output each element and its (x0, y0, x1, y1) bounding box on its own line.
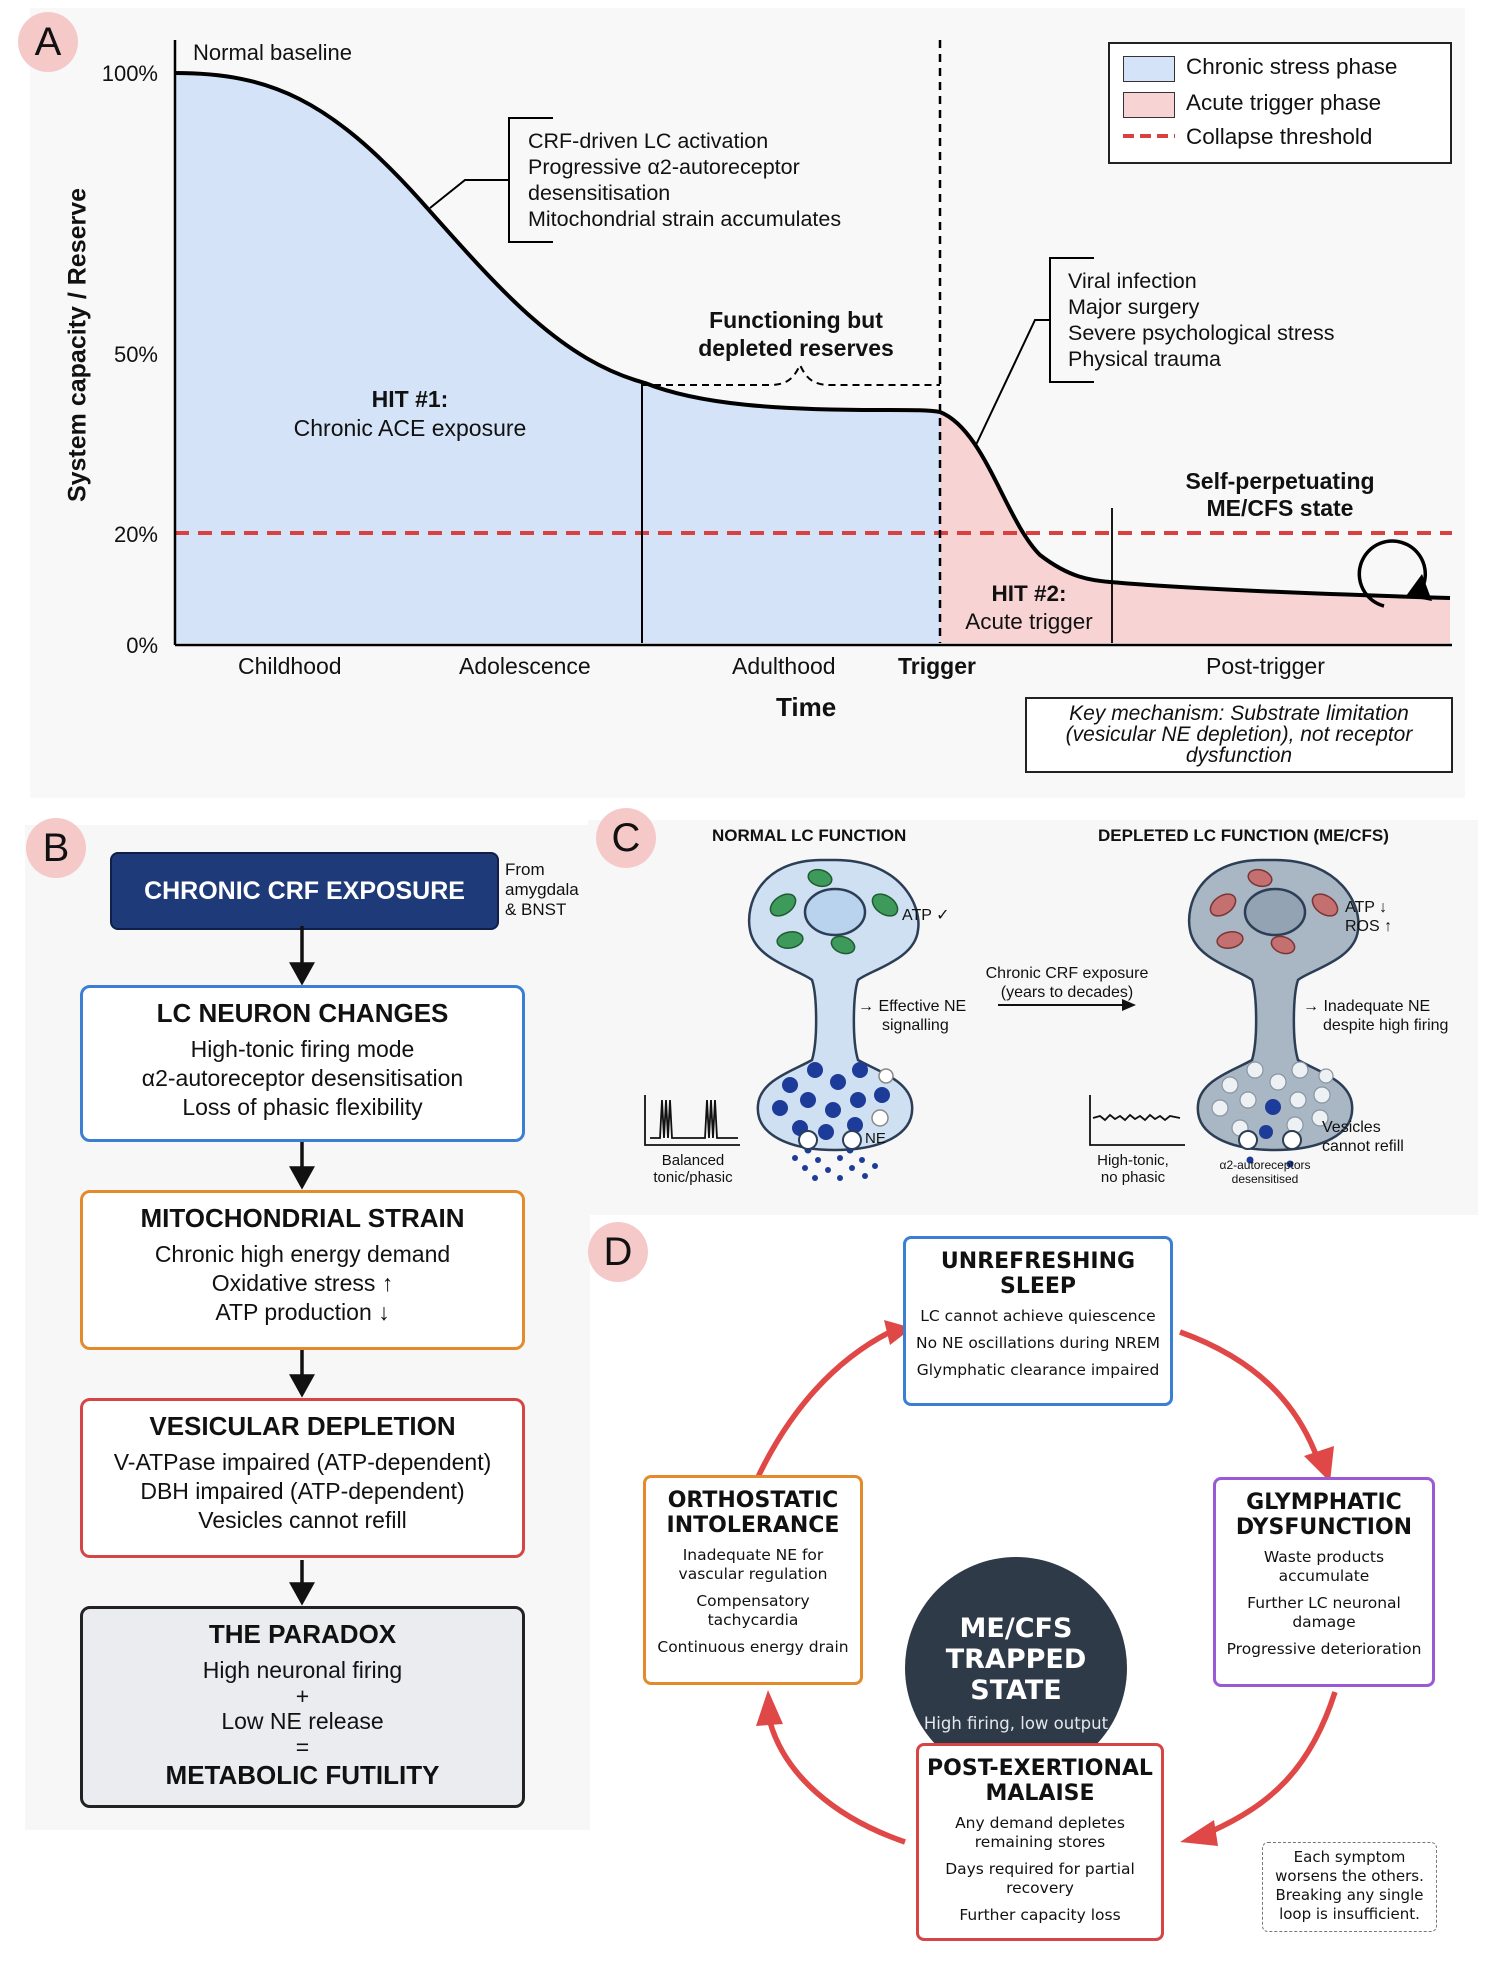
legend-swatch-acute (1123, 92, 1175, 118)
acute-phase-area (940, 412, 1450, 643)
high-tonic-label: High-tonic, no phasic (1097, 1152, 1169, 1186)
chronic-crf-box: CHRONIC CRF EXPOSURE (110, 852, 499, 930)
legend-chronic: Chronic stress phase (1186, 54, 1398, 79)
panel-c-badge: C (596, 808, 656, 868)
atp-depleted-label: ATP ↓ ROS ↑ (1345, 899, 1393, 935)
legend: Chronic stress phase Acute trigger phase… (1108, 42, 1452, 164)
x-tick-adulthood: Adulthood (732, 653, 836, 679)
self-perpetuating-annotation: Self-perpetuating ME/CFS state (1185, 468, 1375, 521)
y-ticks: 100% 50% 20% 0% (30, 40, 180, 660)
x-tick-adolescence: Adolescence (459, 653, 591, 679)
crf-source-note: From amygdala & BNST (505, 860, 579, 919)
chronic-phase-area (175, 73, 940, 643)
y-tick-100: 100% (101, 61, 158, 86)
cycle-note-box: Each symptom worsens the others. Breakin… (1262, 1842, 1437, 1932)
legend-threshold: Collapse threshold (1186, 124, 1373, 149)
depleted-lc-title: DEPLETED LC FUNCTION (ME/CFS) (1098, 826, 1389, 845)
balanced-trace (644, 1095, 740, 1146)
legend-acute: Acute trigger phase (1186, 90, 1382, 115)
panel-a-badge: A (18, 12, 78, 72)
balanced-label: Balanced tonic/phasic (653, 1152, 733, 1186)
legend-swatch-chronic (1123, 56, 1175, 82)
vesicles-label: Vesicles cannot refill (1322, 1119, 1404, 1155)
high-tonic-trace (1089, 1095, 1185, 1146)
vesicular-depletion-box: VESICULAR DEPLETION V-ATPase impaired (A… (80, 1398, 525, 1558)
panel-a-chart (173, 40, 1452, 647)
crf-arrow-label: Chronic CRF exposure (years to decades) (985, 965, 1149, 1001)
crf-annotation: CRF-driven LC activation Progressive α2-… (528, 129, 842, 231)
functioning-brace (642, 362, 940, 386)
x-tick-childhood: Childhood (238, 653, 342, 679)
y-tick-50: 50% (113, 342, 158, 367)
panel-c-illustration (644, 858, 1360, 1181)
ne-label: NE (865, 1130, 886, 1147)
y-tick-20: 20% (113, 522, 158, 547)
lc-neuron-changes-box: LC NEURON CHANGES High-tonic firing mode… (80, 985, 525, 1142)
mitochondrial-strain-box: MITOCHONDRIAL STRAIN Chronic high energy… (80, 1190, 525, 1350)
y-tick-0: 0% (126, 633, 158, 658)
panel-b-arrows (289, 926, 315, 1606)
cycle-icon (1357, 539, 1432, 608)
effective-ne-label: → Effective NE signalling (858, 998, 967, 1034)
legend-swatch-threshold (1123, 134, 1175, 138)
x-axis-label: Time (776, 692, 837, 722)
key-mechanism-box: Key mechanism: Substrate limitation (ves… (1025, 697, 1453, 773)
trapped-state-circle: ME/CFS TRAPPED STATE High firing, low ou… (905, 1557, 1127, 1779)
normal-lc-title: NORMAL LC FUNCTION (712, 826, 907, 845)
transition-arrow (998, 999, 1136, 1011)
hit1-annotation: HIT #1: Chronic ACE exposure (293, 386, 527, 441)
crf-bracket (429, 117, 553, 243)
trigger-bracket (974, 257, 1094, 448)
normal-neuron (747, 858, 920, 1181)
alpha2-label: α2-autoreceptors desensitised (1219, 1158, 1311, 1186)
x-tick-post-trigger: Post-trigger (1206, 653, 1325, 679)
atp-normal-label: ATP ✓ (902, 907, 950, 924)
depleted-neuron (1187, 858, 1360, 1168)
capacity-curve (174, 71, 1451, 600)
x-tick-trigger: Trigger (898, 653, 976, 679)
panel-d-badge: D (588, 1222, 648, 1282)
inadequate-ne-label: → Inadequate NE despite high firing (1303, 998, 1449, 1034)
paradox-box: THE PARADOX High neuronal firing + Low N… (80, 1606, 525, 1808)
baseline-label: Normal baseline (193, 40, 352, 65)
trigger-annotation: Viral infection Major surgery Severe psy… (1068, 269, 1335, 371)
panel-b-badge: B (26, 818, 86, 878)
functioning-annotation: Functioning but depleted reserves (698, 307, 894, 361)
hit2-annotation: HIT #2: Acute trigger (965, 581, 1093, 634)
